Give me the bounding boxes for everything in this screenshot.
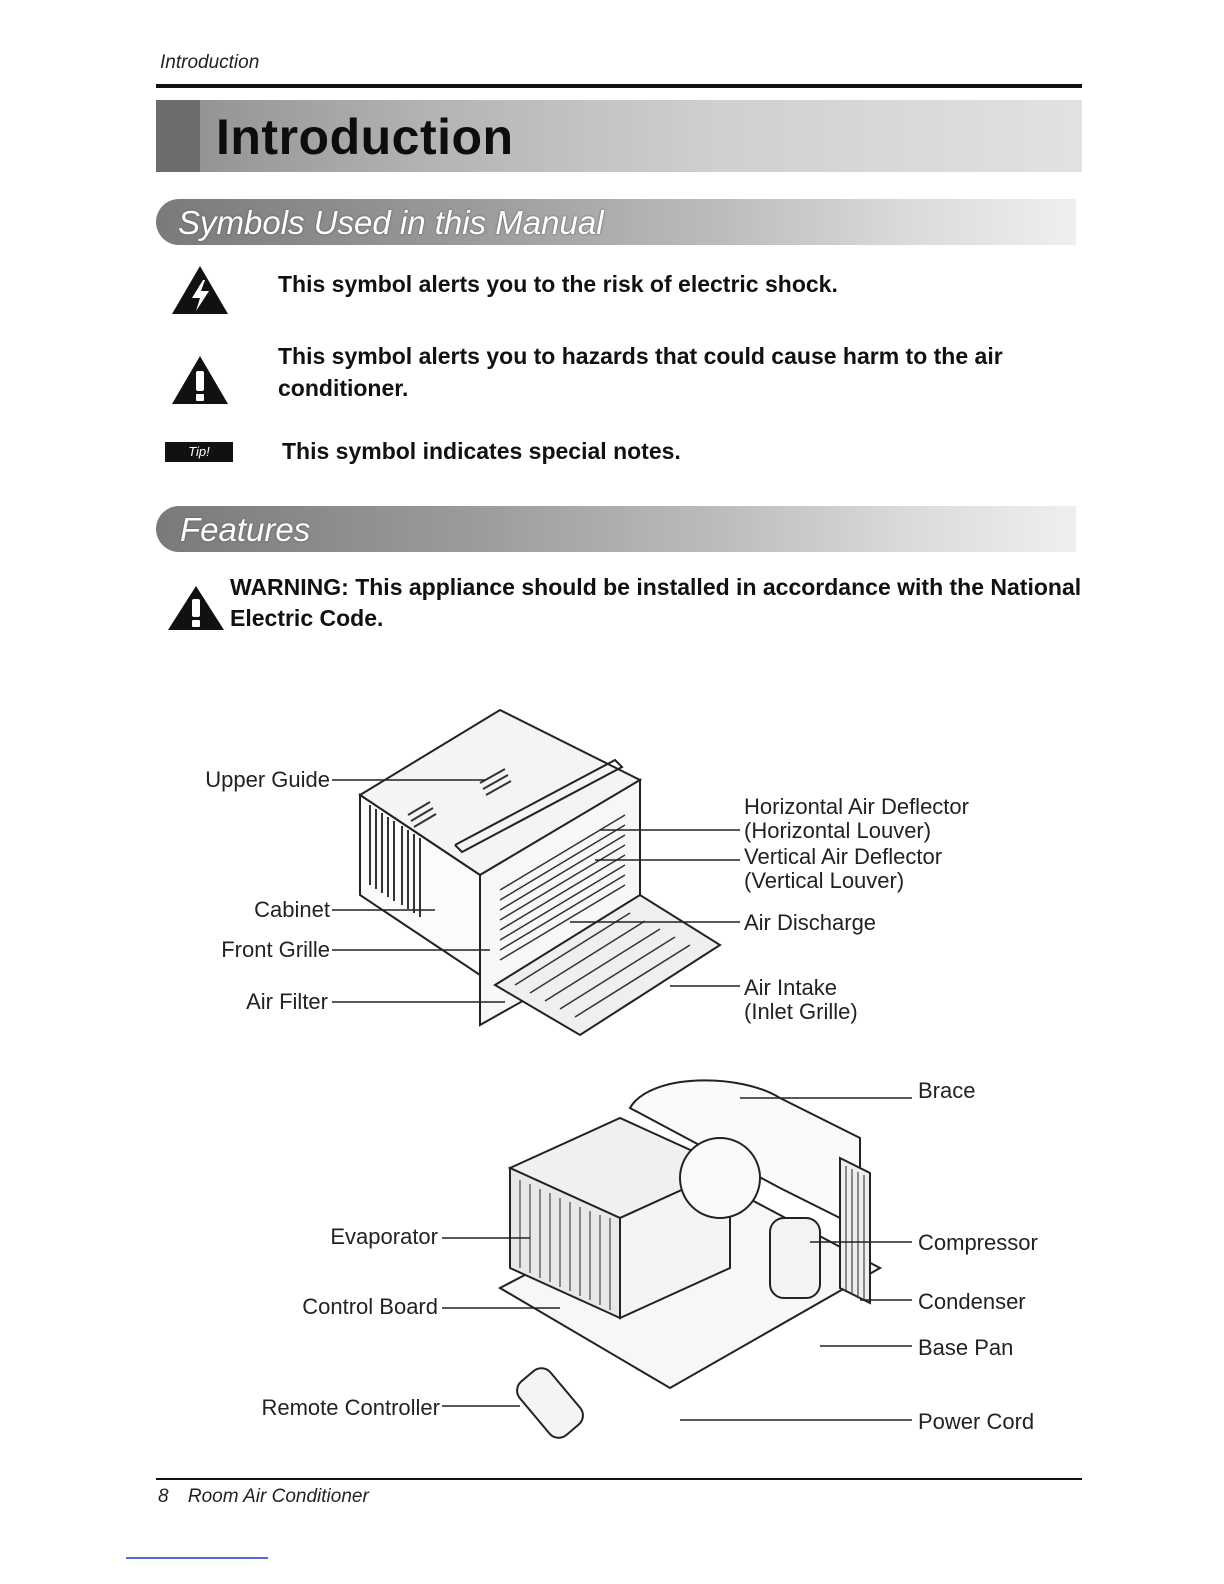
footer-rule [156, 1478, 1082, 1480]
edge-rule [126, 1557, 268, 1559]
symbols-section-banner [156, 199, 1076, 245]
label-condenser: Condenser [918, 1289, 1026, 1314]
label-inlet-grille: (Inlet Grille) [744, 999, 858, 1024]
caution-exclamation-icon [172, 356, 228, 404]
header-rule [156, 84, 1082, 88]
label-vertical-air-deflector: Vertical Air Deflector [744, 844, 943, 869]
label-cabinet: Cabinet [254, 897, 330, 922]
features-section-title: Features [180, 511, 311, 548]
label-control-board: Control Board [302, 1294, 438, 1319]
label-upper-guide: Upper Guide [205, 767, 330, 792]
title-banner [156, 100, 1082, 172]
air-conditioner-internal-diagram [497, 1079, 883, 1439]
symbol-text-hazard: This symbol alerts you to hazards that c… [278, 343, 1003, 401]
footer-title: Room Air Conditioner [187, 1486, 369, 1507]
features-section-banner [156, 506, 1076, 552]
symbol-text-tip: This symbol indicates special notes. [282, 438, 681, 464]
page-footer: 8 Room Air Conditioner [158, 1486, 369, 1508]
page-title: Introduction [216, 109, 514, 165]
label-remote-controller: Remote Controller [261, 1395, 440, 1420]
symbol-text-electric-shock: This symbol alerts you to the risk of el… [278, 271, 838, 297]
air-conditioner-front-view-diagram [358, 708, 722, 1037]
label-brace: Brace [918, 1078, 976, 1103]
label-vertical-louver: (Vertical Louver) [744, 868, 905, 893]
label-air-discharge: Air Discharge [744, 910, 877, 935]
installation-warning: WARNING: This appliance should be instal… [230, 574, 1082, 631]
label-front-grille: Front Grille [221, 937, 330, 962]
tip-badge: Tip! [165, 442, 233, 462]
label-power-cord: Power Cord [918, 1409, 1035, 1434]
label-base-pan: Base Pan [918, 1335, 1014, 1360]
running-head: Introduction [160, 52, 260, 73]
label-air-intake: Air Intake [744, 975, 837, 1000]
label-air-filter: Air Filter [246, 989, 328, 1014]
label-evaporator: Evaporator [330, 1224, 438, 1249]
electric-shock-warning-icon [172, 266, 228, 314]
page-number: 8 [158, 1486, 169, 1507]
label-horizontal-louver: (Horizontal Louver) [744, 818, 932, 843]
label-horizontal-air-deflector: Horizontal Air Deflector [744, 794, 969, 819]
title-banner-block [156, 100, 200, 172]
front-diagram-leader-lines [332, 779, 740, 1003]
symbols-section-title: Symbols Used in this Manual [178, 204, 604, 241]
label-compressor: Compressor [918, 1230, 1038, 1255]
warning-icon [168, 586, 224, 630]
internal-diagram-leader-lines [442, 1097, 912, 1421]
